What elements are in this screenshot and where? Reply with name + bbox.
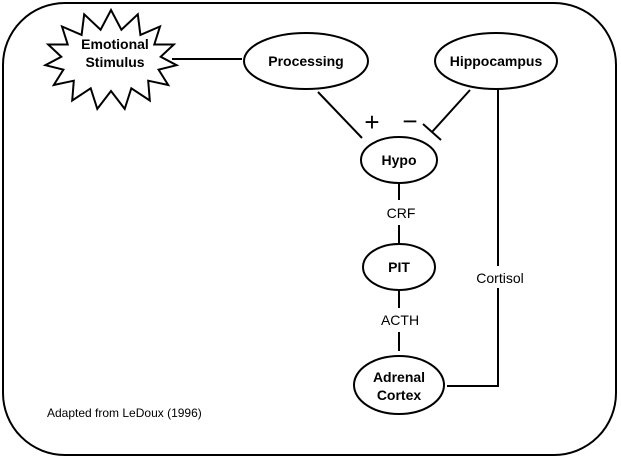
inhibitory-bar <box>422 123 442 141</box>
excitatory-sign: + <box>364 107 379 137</box>
source-caption: Adapted from LeDoux (1996) <box>47 406 202 420</box>
hypo-label: Hypo <box>382 152 417 168</box>
diagram-frame <box>2 2 617 456</box>
adrenal-cortex-node <box>353 355 445 415</box>
emotional-stimulus-label-line2: Stimulus <box>85 54 144 70</box>
inhibitory-sign: − <box>402 106 417 136</box>
cortisol-label-backdrop <box>468 266 532 288</box>
adrenal-cortex-label-line2: Cortex <box>377 387 422 403</box>
acth-label: ACTH <box>381 312 419 328</box>
hippocampus-node <box>434 32 558 90</box>
edge-hippocampus-hypo <box>431 89 471 133</box>
processing-node <box>243 32 369 90</box>
emotional-stimulus-label-line1: Emotional <box>81 36 149 52</box>
connections <box>172 58 499 387</box>
hippocampus-label: Hippocampus <box>450 53 543 69</box>
edge-processing-hypo <box>317 91 363 139</box>
crf-label: CRF <box>387 205 416 221</box>
pit-node <box>362 243 436 291</box>
processing-label: Processing <box>268 53 343 69</box>
emotional-stimulus-burst <box>42 7 180 112</box>
pit-label: PIT <box>388 259 410 275</box>
cortisol-label: Cortisol <box>476 270 523 286</box>
adrenal-cortex-label-line1: Adrenal <box>373 369 425 385</box>
hypo-node <box>360 136 438 184</box>
edge-adrenal-hippocampus-cortisol <box>447 88 499 387</box>
